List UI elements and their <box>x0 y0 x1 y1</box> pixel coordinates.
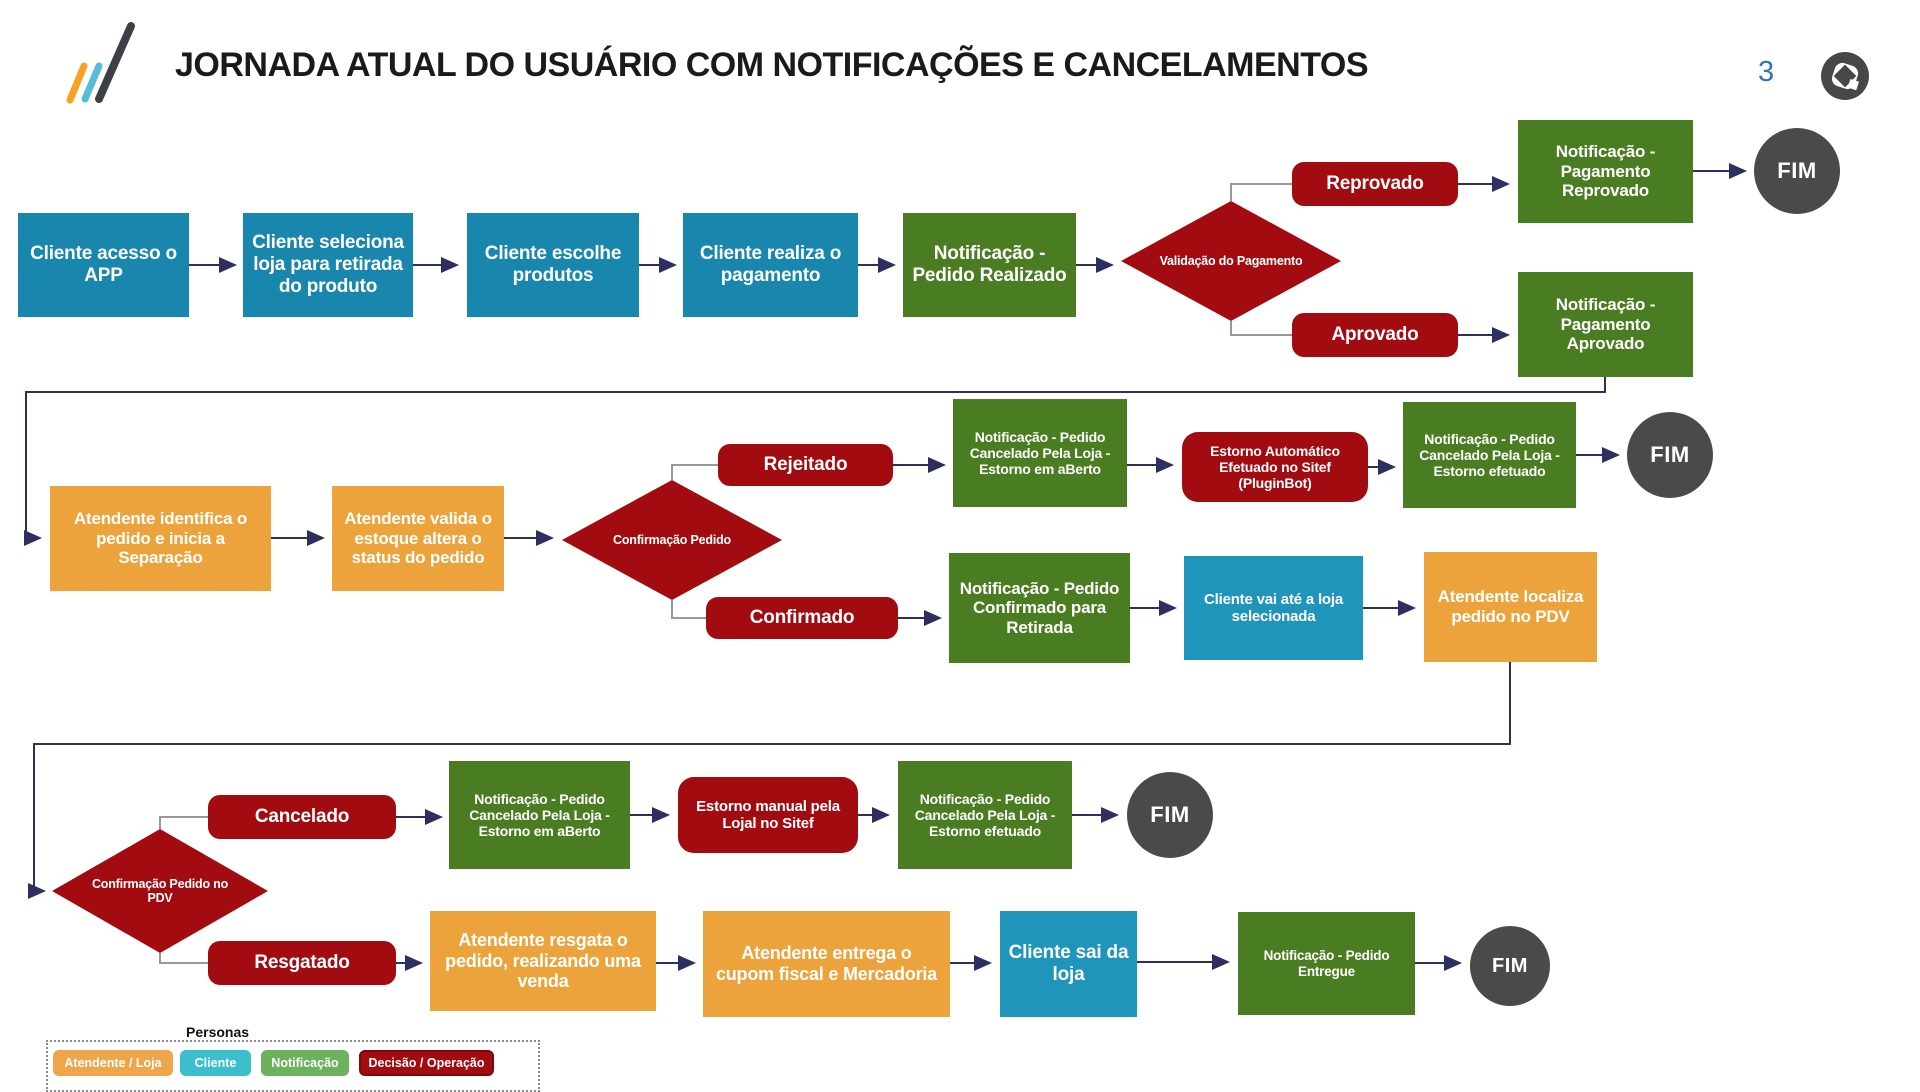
notification-pagamento-aprovado: Notificação - Pagamento Aprovado <box>1518 272 1693 377</box>
step-estorno-manual: Estorno manual pela Lojal no Sitef <box>678 777 858 853</box>
branch-aprovado: Aprovado <box>1292 313 1458 357</box>
step-cliente-sai-loja: Cliente sai da loja <box>1000 911 1137 1017</box>
step-cliente-seleciona-loja: Cliente seleciona loja para retirada do … <box>243 213 413 317</box>
legend-item-notificacao: Notificação <box>261 1050 349 1076</box>
end-node-fim-3: FIM <box>1127 772 1213 858</box>
totvs-logo-icon <box>1821 52 1869 100</box>
step-cliente-vai-loja: Cliente vai até a loja selecionada <box>1184 556 1363 660</box>
legend-item-cliente: Cliente <box>180 1050 251 1076</box>
step-atendente-identifica: Atendente identifica o pedido e inicia a… <box>50 486 271 591</box>
step-atendente-valida-estoque: Atendente valida o estoque altera o stat… <box>332 486 504 591</box>
notification-confirmado-retirada: Notificação - Pedido Confirmado para Ret… <box>949 553 1130 663</box>
branch-rejeitado: Rejeitado <box>718 444 893 486</box>
branch-cancelado: Cancelado <box>208 795 396 839</box>
notification-cancelado-estorno-efetuado-loja: Notificação - Pedido Cancelado Pela Loja… <box>1403 402 1576 508</box>
step-atendente-localiza-pdv: Atendente localiza pedido no PDV <box>1424 552 1597 662</box>
step-cliente-escolhe-produtos: Cliente escolhe produtos <box>467 213 639 317</box>
page-number: 3 <box>1758 56 1775 88</box>
step-atendente-resgata: Atendente resgata o pedido, realizando u… <box>430 911 656 1011</box>
notification-cancelado-estorno-aberto-pdv: Notificação - Pedido Cancelado Pela Loja… <box>449 761 630 869</box>
notification-cancelado-estorno-efetuado-pdv: Notificação - Pedido Cancelado Pela Loja… <box>898 761 1072 869</box>
step-atendente-entrega: Atendente entrega o cupom fiscal e Merca… <box>703 911 950 1017</box>
step-estorno-automatico: Estorno Automático Efetuado no Sitef (Pl… <box>1182 432 1368 502</box>
notification-cancelado-estorno-aberto-loja: Notificação - Pedido Cancelado Pela Loja… <box>953 399 1127 507</box>
legend-item-atendente-loja: Atendente / Loja <box>53 1050 173 1076</box>
end-node-fim-4: FIM <box>1470 926 1550 1006</box>
page-title: JORNADA ATUAL DO USUÁRIO COM NOTIFICAÇÕE… <box>175 46 1369 84</box>
notification-pedido-realizado: Notificação - Pedido Realizado <box>903 213 1076 317</box>
legend-title: Personas <box>178 1024 258 1040</box>
legend-item-decisao-operacao: Decisão / Operação <box>359 1050 494 1076</box>
branch-resgatado: Resgatado <box>208 941 396 985</box>
notification-pedido-entregue: Notificação - Pedido Entregue <box>1238 912 1415 1015</box>
end-node-fim-2: FIM <box>1627 412 1713 498</box>
step-cliente-acesso-app: Cliente acesso o APP <box>18 213 189 317</box>
branch-reprovado: Reprovado <box>1292 162 1458 206</box>
notification-pagamento-reprovado: Notificação - Pagamento Reprovado <box>1518 120 1693 223</box>
end-node-fim-1: FIM <box>1754 128 1840 214</box>
branch-confirmado: Confirmado <box>706 597 898 639</box>
slashes-logo-icon <box>66 22 135 104</box>
step-cliente-realiza-pagamento: Cliente realiza o pagamento <box>683 213 858 317</box>
